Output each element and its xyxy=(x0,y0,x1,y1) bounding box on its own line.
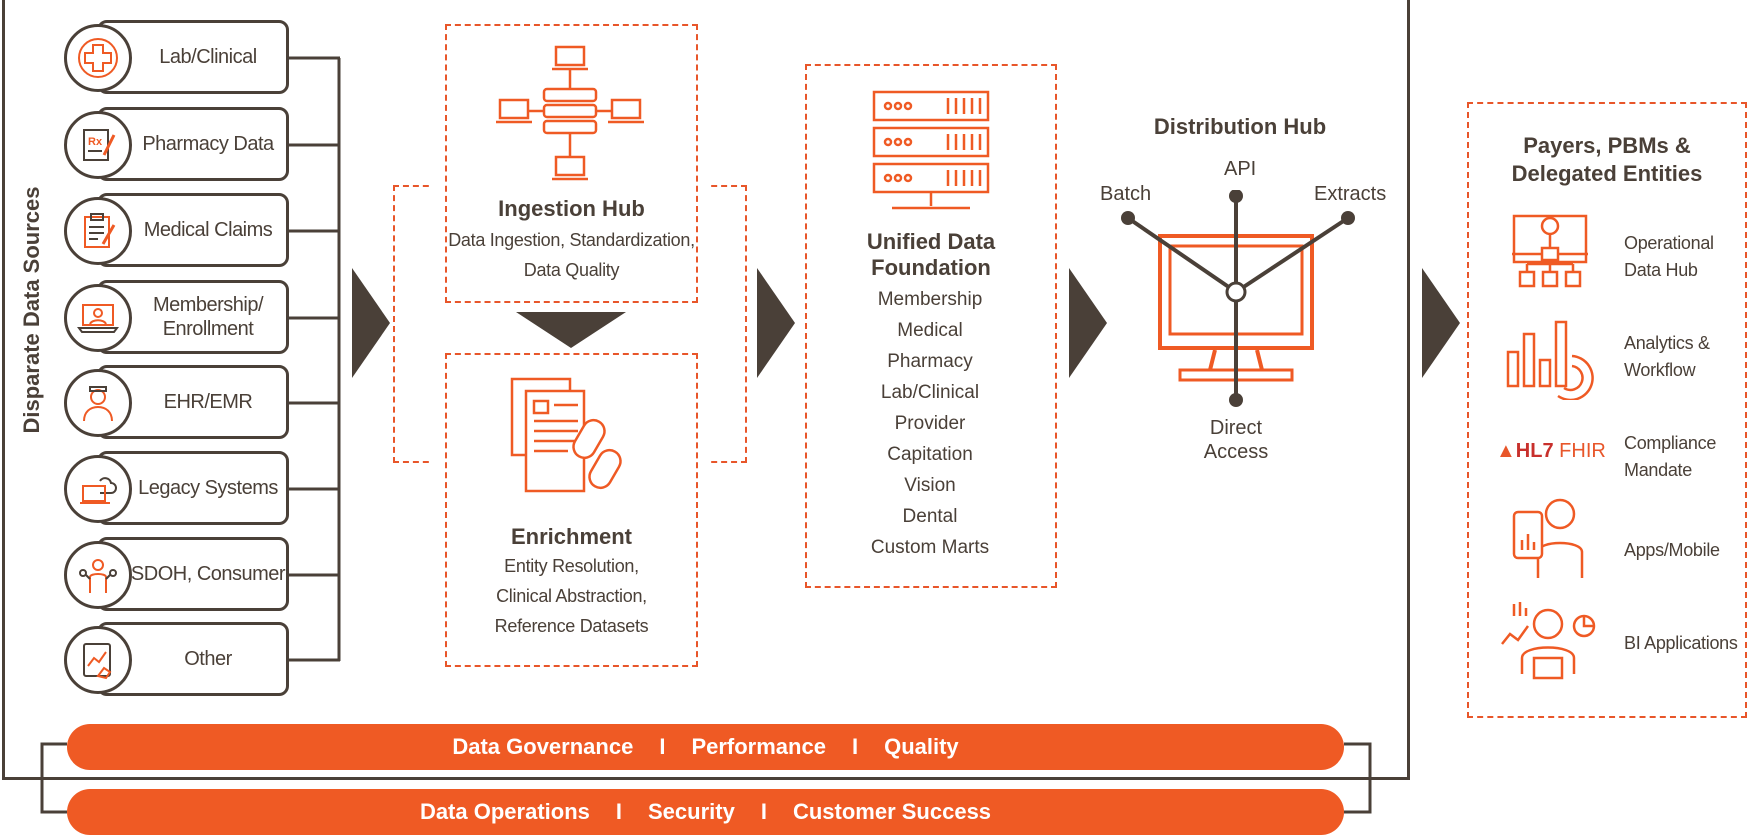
clipboard-icon xyxy=(64,197,132,265)
payer-item-line1: Apps/Mobile xyxy=(1624,540,1720,560)
cloud-laptop-icon xyxy=(64,455,132,523)
flow-arrow-4 xyxy=(1422,268,1460,378)
payer-item-line1: Compliance xyxy=(1624,433,1717,453)
direct-label-2: Access xyxy=(1203,441,1269,463)
source-lab-clinical: Lab/Clinical xyxy=(97,20,289,94)
flow-arrow-2 xyxy=(757,268,795,378)
payer-item-line1: Analytics & xyxy=(1624,333,1710,353)
medical-cross-icon xyxy=(64,24,132,92)
payer-item-line1: BI Applications xyxy=(1624,633,1738,653)
bar-connector xyxy=(40,742,1372,814)
documents-link-icon xyxy=(510,377,622,493)
tablet-chart-icon xyxy=(64,626,132,694)
payer-item-line2: Workflow xyxy=(1624,360,1696,380)
data-hub-icon xyxy=(1512,214,1588,288)
unified-item: Custom Marts xyxy=(870,537,990,558)
source-connector-lines xyxy=(289,56,341,662)
laptop-user-icon xyxy=(64,284,132,352)
prescription-icon: Rx xyxy=(64,111,132,179)
enrichment-title: Enrichment xyxy=(510,524,633,549)
payers-box xyxy=(1467,102,1747,718)
person-network-icon xyxy=(64,541,132,609)
down-arrow xyxy=(516,312,626,348)
mobile-user-icon xyxy=(1512,498,1584,578)
unified-foundation-box xyxy=(805,64,1057,588)
payer-item-line2: Mandate xyxy=(1624,460,1692,480)
server-icon xyxy=(872,90,990,210)
enrichment-line1: Entity Resolution, xyxy=(504,556,639,576)
unified-title-2: Foundation xyxy=(871,255,991,280)
enrichment-line3: Reference Datasets xyxy=(494,616,649,636)
nurse-icon xyxy=(64,369,132,437)
unified-item: Vision xyxy=(904,475,956,496)
distribution-title: Distribution Hub xyxy=(1153,114,1327,139)
pipeline-frame xyxy=(2,0,1410,780)
unified-item: Membership xyxy=(877,289,983,310)
source-ehr-emr: EHR/EMR xyxy=(97,365,289,439)
unified-item: Dental xyxy=(902,506,958,527)
unified-item: Medical xyxy=(897,320,963,341)
enrichment-line2: Clinical Abstraction, xyxy=(496,586,647,606)
flow-arrow-3 xyxy=(1069,268,1107,378)
payers-title-2: Delegated Entities xyxy=(1511,161,1703,186)
payer-item-line1: Operational xyxy=(1624,233,1714,253)
payer-item-line2: Data Hub xyxy=(1624,260,1698,280)
ingestion-line1: Data Ingestion, Standardization, xyxy=(448,230,695,250)
api-label: API xyxy=(1224,158,1257,180)
monitor-distribution-icon xyxy=(1121,190,1355,407)
extracts-label: Extracts xyxy=(1314,183,1387,205)
bi-user-icon xyxy=(1501,602,1596,680)
unified-item: Pharmacy xyxy=(887,351,973,372)
direct-label-1: Direct xyxy=(1209,417,1263,439)
hl7-fhir-logo: ▲HL7 FHIR xyxy=(1496,440,1606,462)
ingestion-hub-box xyxy=(445,24,698,303)
unified-item: Provider xyxy=(894,413,966,434)
flow-arrow-1 xyxy=(352,268,390,378)
analytics-icon xyxy=(1506,320,1594,400)
svg-text:Rx: Rx xyxy=(88,136,103,148)
unified-item: Lab/Clinical xyxy=(880,382,980,403)
unified-item: Capitation xyxy=(887,444,973,465)
ingestion-title: Ingestion Hub xyxy=(498,196,645,221)
unified-title-1: Unified Data xyxy=(866,229,996,254)
network-hub-icon xyxy=(496,45,644,181)
ingestion-line2: Data Quality xyxy=(523,260,620,280)
batch-label: Batch xyxy=(1100,183,1152,205)
payers-title-1: Payers, PBMs & xyxy=(1523,133,1691,158)
